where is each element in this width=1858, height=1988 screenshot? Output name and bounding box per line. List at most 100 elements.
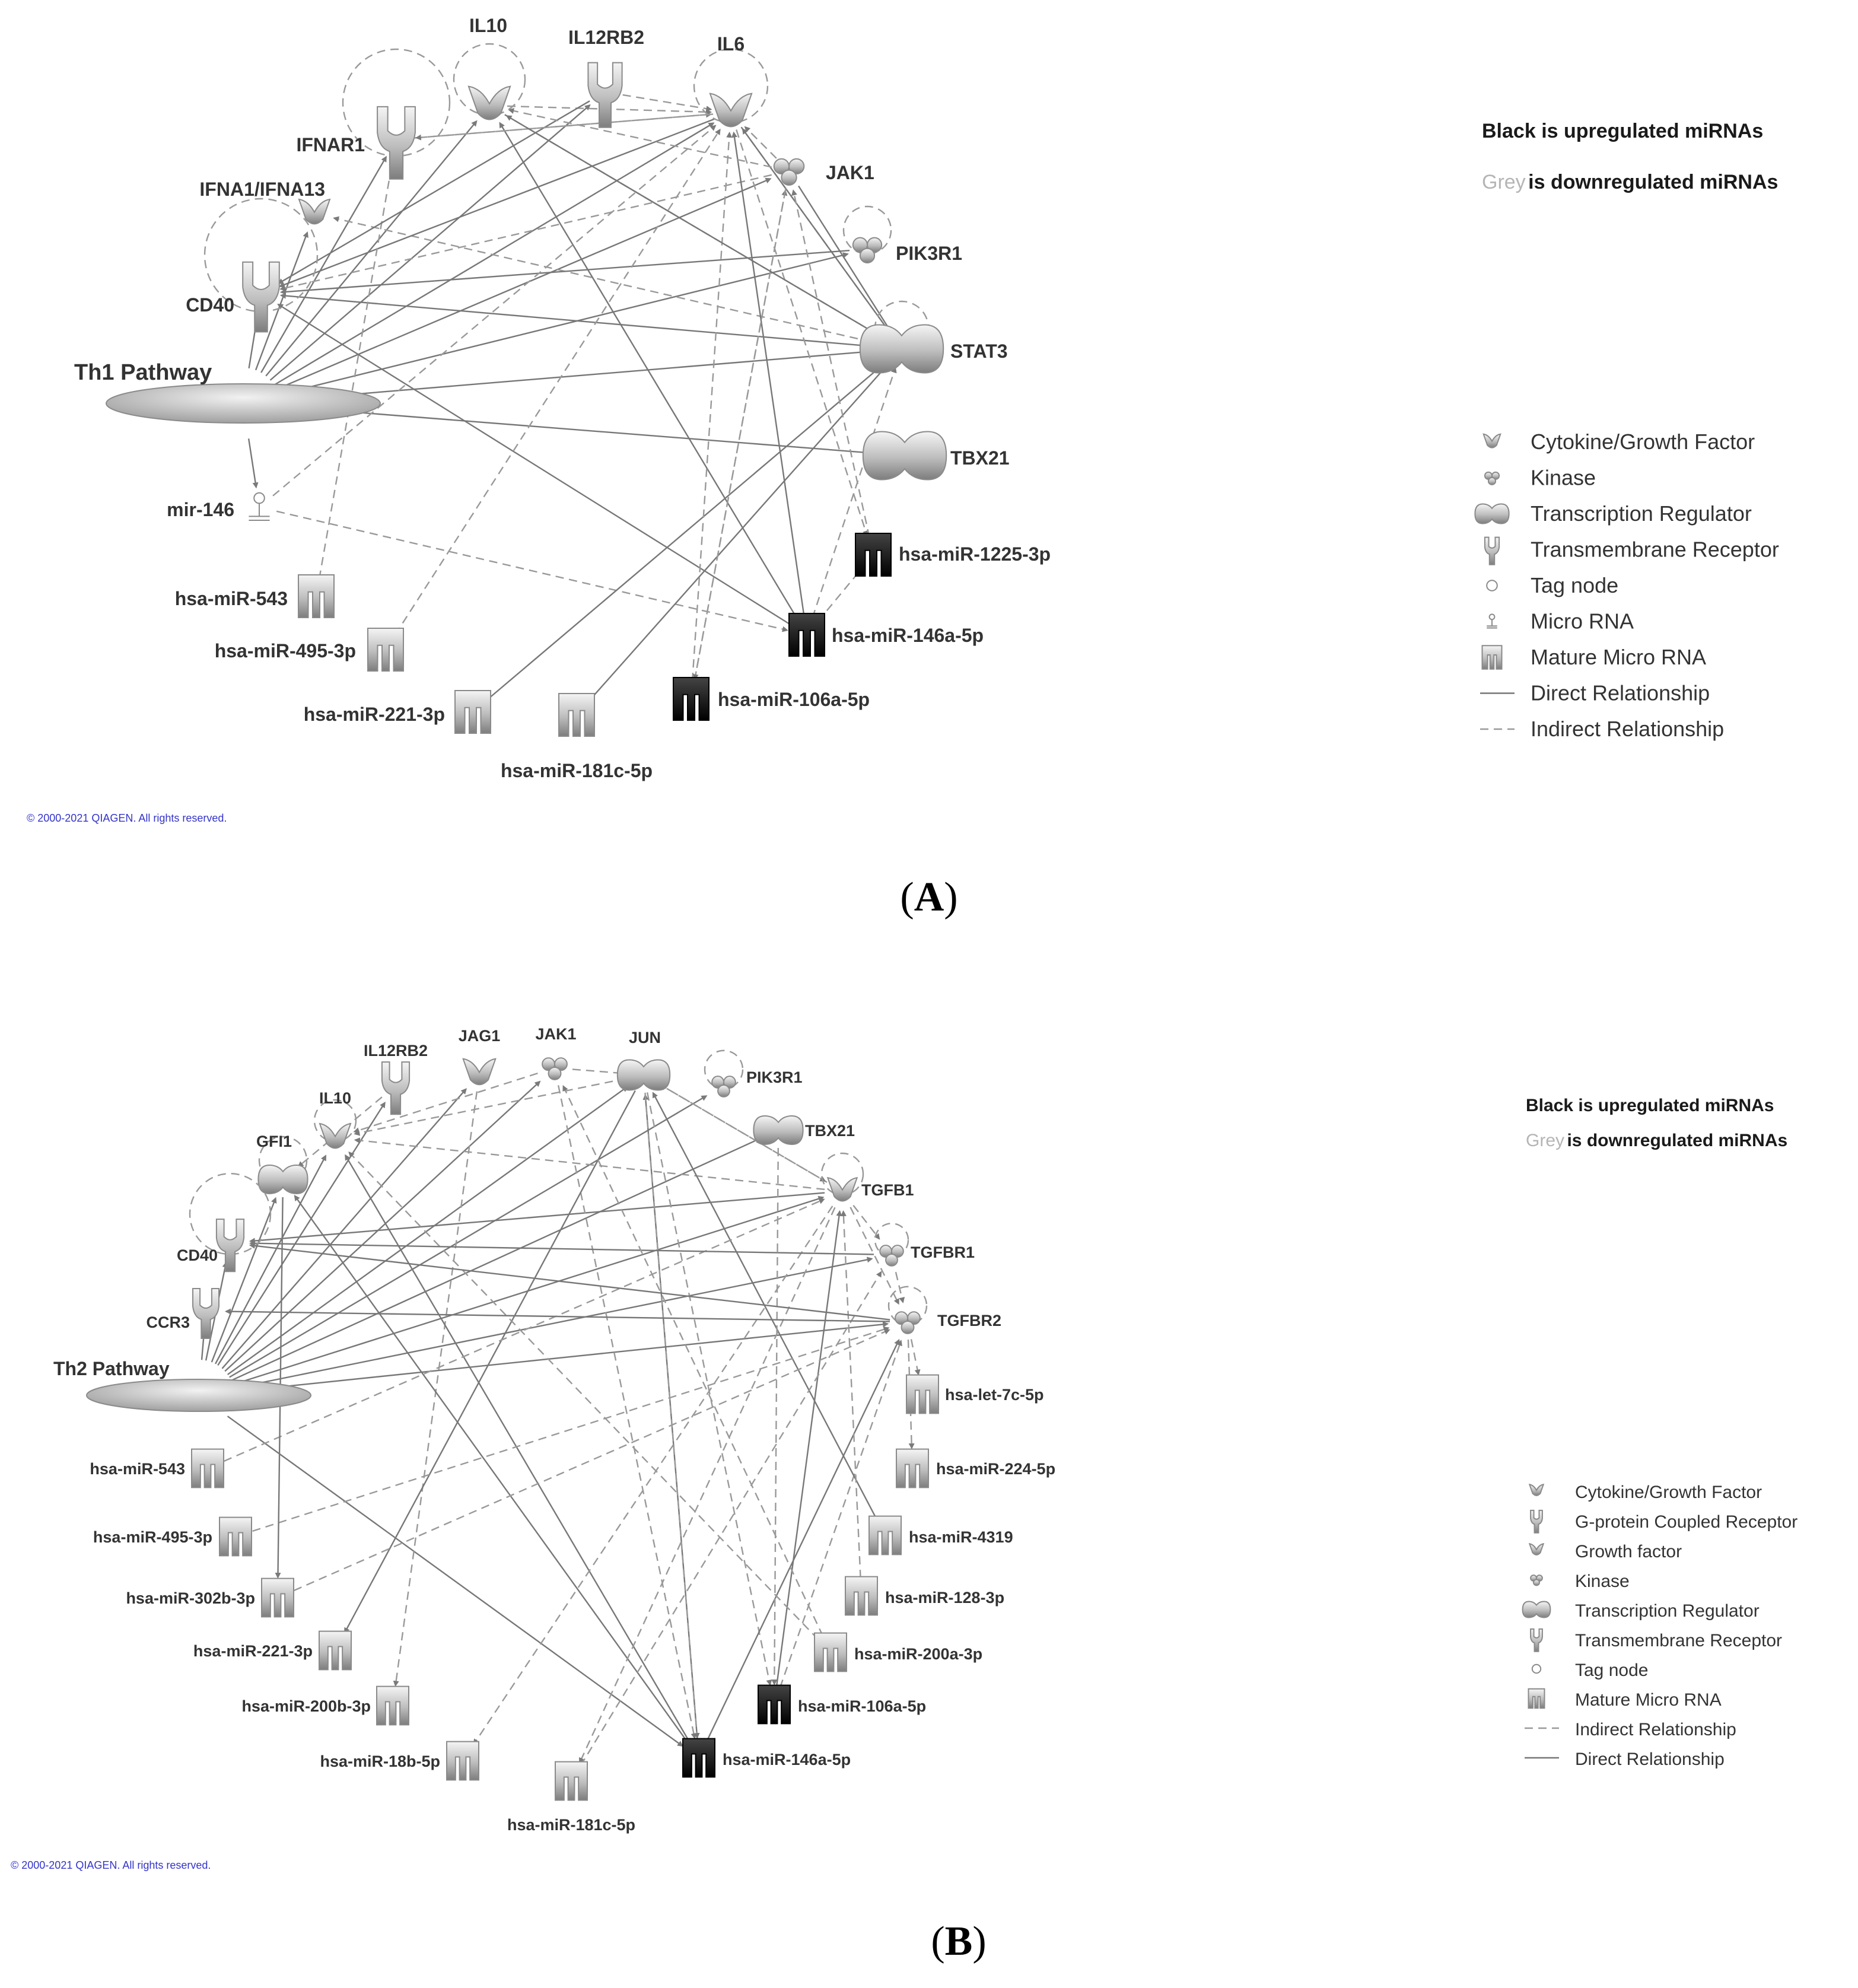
indirect-edge-m543-to-tgfb1 bbox=[224, 1198, 825, 1462]
node-m146a[interactable]: hsa-miR-146a-5p bbox=[682, 1738, 851, 1778]
legend-gpcr-icon bbox=[1530, 1509, 1543, 1534]
node-cd40[interactable]: CD40 bbox=[186, 198, 319, 333]
node-il12rb2[interactable]: IL12RB2 bbox=[568, 27, 644, 128]
indirect-edge-m1225-to-jak1 bbox=[791, 189, 870, 537]
panel-a-legend: Black is upregulated miRNAs Grey is down… bbox=[1474, 120, 1779, 741]
node-label: PIK3R1 bbox=[896, 243, 962, 264]
node-m18b[interactable]: hsa-miR-18b-5p bbox=[320, 1741, 479, 1781]
node-ifna1[interactable]: IFNA1/IFNA13 bbox=[199, 179, 331, 225]
node-label: IL6 bbox=[717, 33, 745, 55]
node-m200a[interactable]: hsa-miR-200a-3p bbox=[814, 1632, 982, 1672]
node-label: PIK3R1 bbox=[746, 1068, 803, 1086]
node-pik3r1[interactable]: PIK3R1 bbox=[704, 1049, 803, 1098]
node-m221[interactable]: hsa-miR-221-3p bbox=[193, 1630, 352, 1671]
indirect-edge-m543-to-ifnar1 bbox=[318, 158, 395, 579]
direct-edge-m4319-to-jun bbox=[652, 1092, 878, 1520]
node-jag1[interactable]: JAG1 bbox=[459, 1027, 501, 1086]
node-m221[interactable]: hsa-miR-221-3p bbox=[304, 690, 491, 734]
node-m495[interactable]: hsa-miR-495-3p bbox=[215, 628, 404, 672]
legend-kinase-icon bbox=[1530, 1575, 1543, 1586]
receptor-icon bbox=[381, 1061, 411, 1115]
node-jun[interactable]: JUN bbox=[616, 1029, 671, 1091]
indirect-edge-m200a-to-jak1 bbox=[562, 1084, 824, 1637]
legend-label: Transmembrane Receptor bbox=[1575, 1631, 1782, 1650]
node-th1[interactable] bbox=[106, 383, 381, 424]
mature-icon bbox=[191, 1448, 224, 1488]
direct-edge-m181c-to-stat3 bbox=[588, 362, 889, 702]
node-m106a[interactable]: hsa-miR-106a-5p bbox=[673, 677, 870, 721]
legend-item-indirect: Indirect Relationship bbox=[1525, 1720, 1736, 1739]
node-m181c[interactable]: hsa-miR-181c-5p bbox=[501, 693, 653, 781]
copyright-notice-b: © 2000-2021 QIAGEN. All rights reserved. bbox=[11, 1859, 211, 1871]
direct-edge-il6-to-cd40 bbox=[278, 118, 715, 288]
indirect-edge-tgfb1-to-tgfbr1 bbox=[852, 1204, 880, 1240]
node-m181c[interactable]: hsa-miR-181c-5p bbox=[507, 1761, 635, 1834]
direct-edge-th2-to-tbx21 bbox=[231, 1137, 761, 1382]
legend-b-upregulated-text: Black is upregulated miRNAs bbox=[1526, 1096, 1774, 1115]
legend-receptor-icon bbox=[1484, 536, 1500, 565]
node-cd40[interactable]: CD40 bbox=[177, 1172, 272, 1273]
receptor-icon bbox=[242, 261, 280, 333]
node-m106a[interactable]: hsa-miR-106a-5p bbox=[758, 1684, 926, 1725]
node-il12rb2[interactable]: IL12RB2 bbox=[364, 1042, 428, 1115]
node-label: JAK1 bbox=[826, 162, 874, 183]
node-il6[interactable]: IL6 bbox=[693, 33, 769, 128]
legend-cytokine-icon bbox=[1482, 433, 1501, 449]
node-m1225[interactable]: hsa-miR-1225-3p bbox=[855, 533, 1051, 577]
node-m543[interactable]: hsa-miR-543 bbox=[90, 1448, 224, 1488]
node-tbx21[interactable]: TBX21 bbox=[862, 431, 1010, 481]
node-m302b[interactable]: hsa-miR-302b-3p bbox=[126, 1577, 294, 1618]
node-jak1[interactable]: JAK1 bbox=[535, 1025, 577, 1080]
node-stat3[interactable]: STAT3 bbox=[859, 300, 1008, 374]
indirect-edge-jak1-to-m106a bbox=[692, 188, 787, 680]
node-tbx21[interactable]: TBX21 bbox=[753, 1115, 855, 1146]
legend-item-cytokine: Cytokine/Growth Factor bbox=[1528, 1483, 1762, 1502]
indirect-edge-jak1-to-il10 bbox=[353, 1072, 538, 1134]
panel-a-legend-items: Cytokine/Growth FactorKinaseTranscriptio… bbox=[1474, 430, 1779, 741]
panel-a-edges bbox=[247, 94, 897, 702]
node-tgfbr1[interactable]: TGFBR1 bbox=[874, 1222, 975, 1267]
node-let7c[interactable]: hsa-let-7c-5p bbox=[906, 1374, 1044, 1414]
node-label: JAG1 bbox=[459, 1027, 501, 1045]
legend-label: Tag node bbox=[1531, 573, 1618, 597]
node-m128[interactable]: hsa-miR-128-3p bbox=[845, 1576, 1004, 1616]
node-mir146[interactable]: mir-146 bbox=[167, 492, 270, 521]
node-label: CCR3 bbox=[146, 1313, 190, 1331]
node-label: IL10 bbox=[319, 1089, 351, 1107]
indirect-edge-m200a-to-il10 bbox=[348, 1152, 819, 1640]
direct-edge-th1-to-pik3r1 bbox=[277, 252, 849, 396]
node-m543[interactable]: hsa-miR-543 bbox=[175, 574, 335, 618]
node-pik3r1[interactable]: PIK3R1 bbox=[842, 205, 962, 264]
self-loop-edge bbox=[258, 1135, 308, 1185]
direct-edge-stat3-to-cd40 bbox=[279, 292, 885, 348]
direct-edge-th2-to-pik3r1 bbox=[229, 1095, 708, 1378]
node-tgfbr2[interactable]: TGFBR2 bbox=[887, 1286, 1001, 1334]
node-ifnar1[interactable]: IFNAR1 bbox=[296, 48, 451, 180]
node-gfi1[interactable]: GFI1 bbox=[256, 1133, 308, 1195]
node-il10[interactable]: IL10 bbox=[453, 15, 526, 120]
node-label: mir-146 bbox=[167, 499, 234, 520]
panel-letter-a: (A) bbox=[900, 874, 957, 920]
node-th2[interactable] bbox=[86, 1379, 311, 1412]
direct-edge-th1-to-il12rb2 bbox=[269, 104, 591, 381]
node-ccr3[interactable]: CCR3 bbox=[146, 1288, 219, 1339]
node-m4319[interactable]: hsa-miR-4319 bbox=[868, 1515, 1013, 1556]
node-label: STAT3 bbox=[950, 341, 1008, 362]
node-il10[interactable]: IL10 bbox=[313, 1089, 357, 1149]
node-m495[interactable]: hsa-miR-495-3p bbox=[93, 1516, 252, 1557]
node-m200b[interactable]: hsa-miR-200b-3p bbox=[241, 1685, 409, 1726]
node-label: hsa-miR-224-5p bbox=[936, 1460, 1055, 1478]
node-tgfb1[interactable]: TGFB1 bbox=[820, 1152, 914, 1202]
node-m146a[interactable]: hsa-miR-146a-5p bbox=[788, 613, 984, 657]
indirect-edge-m106a-to-tgfbr2 bbox=[779, 1340, 902, 1688]
node-label: IL10 bbox=[469, 15, 507, 36]
node-m224[interactable]: hsa-miR-224-5p bbox=[896, 1448, 1055, 1488]
indirect-edge-jun-to-tgfb1 bbox=[658, 1083, 826, 1182]
mature-icon bbox=[555, 1761, 588, 1801]
node-jak1[interactable]: JAK1 bbox=[773, 158, 874, 186]
indirect-edge-jak1-to-il10 bbox=[508, 108, 772, 168]
indirect-edge-tgfb1-to-tgfbr2 bbox=[850, 1207, 899, 1305]
